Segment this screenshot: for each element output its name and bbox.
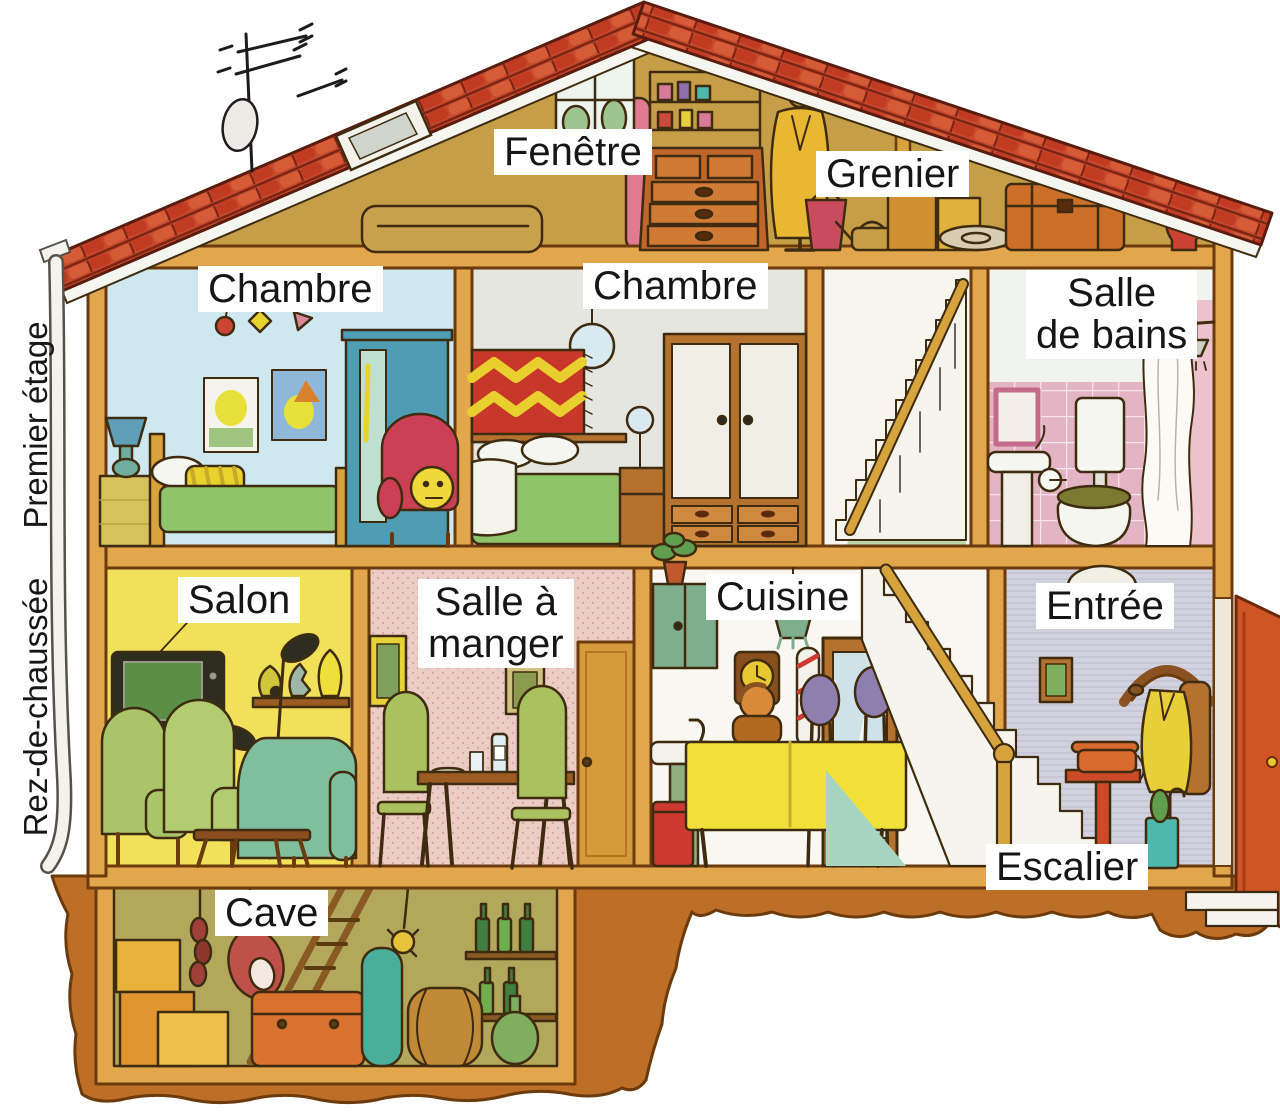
label-fenetre: Fenêtre — [494, 129, 652, 176]
label-salle-a-manger: Salle à manger — [418, 579, 574, 668]
label-escalier: Escalier — [986, 844, 1149, 891]
label-salle-a-manger-line1: Salle à — [434, 580, 557, 624]
label-salle-de-bains: Salle de bains — [1026, 270, 1198, 359]
label-salle-de-bains-line1: Salle — [1067, 271, 1157, 315]
label-cuisine: Cuisine — [706, 574, 860, 621]
chambre-middle-contents — [467, 267, 808, 548]
label-grenier: Grenier — [816, 151, 970, 198]
chambre-left-contents — [98, 267, 460, 548]
salon-contents — [100, 597, 358, 868]
bathroom-contents — [986, 320, 1216, 548]
label-chambre-left: Chambre — [198, 266, 383, 313]
escalier-staircase — [826, 563, 1106, 868]
label-cave: Cave — [215, 890, 329, 937]
label-salle-de-bains-line2: de bains — [1036, 313, 1188, 358]
label-salle-a-manger-line2: manger — [428, 622, 564, 667]
tv-antenna — [216, 22, 348, 173]
label-rez-de-chaussee: Rez-de-chaussée — [17, 577, 54, 837]
label-salon: Salon — [178, 577, 301, 624]
label-premier-etage: Premier étage — [17, 321, 54, 529]
cave-room — [94, 866, 577, 1086]
gutter-downspout — [38, 238, 73, 874]
entree-contents — [1038, 564, 1215, 870]
upper-staircase — [835, 278, 969, 541]
front-door — [1184, 594, 1280, 929]
roof — [46, 0, 1274, 305]
skylight-window — [334, 99, 433, 172]
label-entree: Entrée — [1036, 583, 1174, 630]
label-chambre-middle: Chambre — [583, 263, 768, 310]
dining-contents — [368, 634, 636, 870]
